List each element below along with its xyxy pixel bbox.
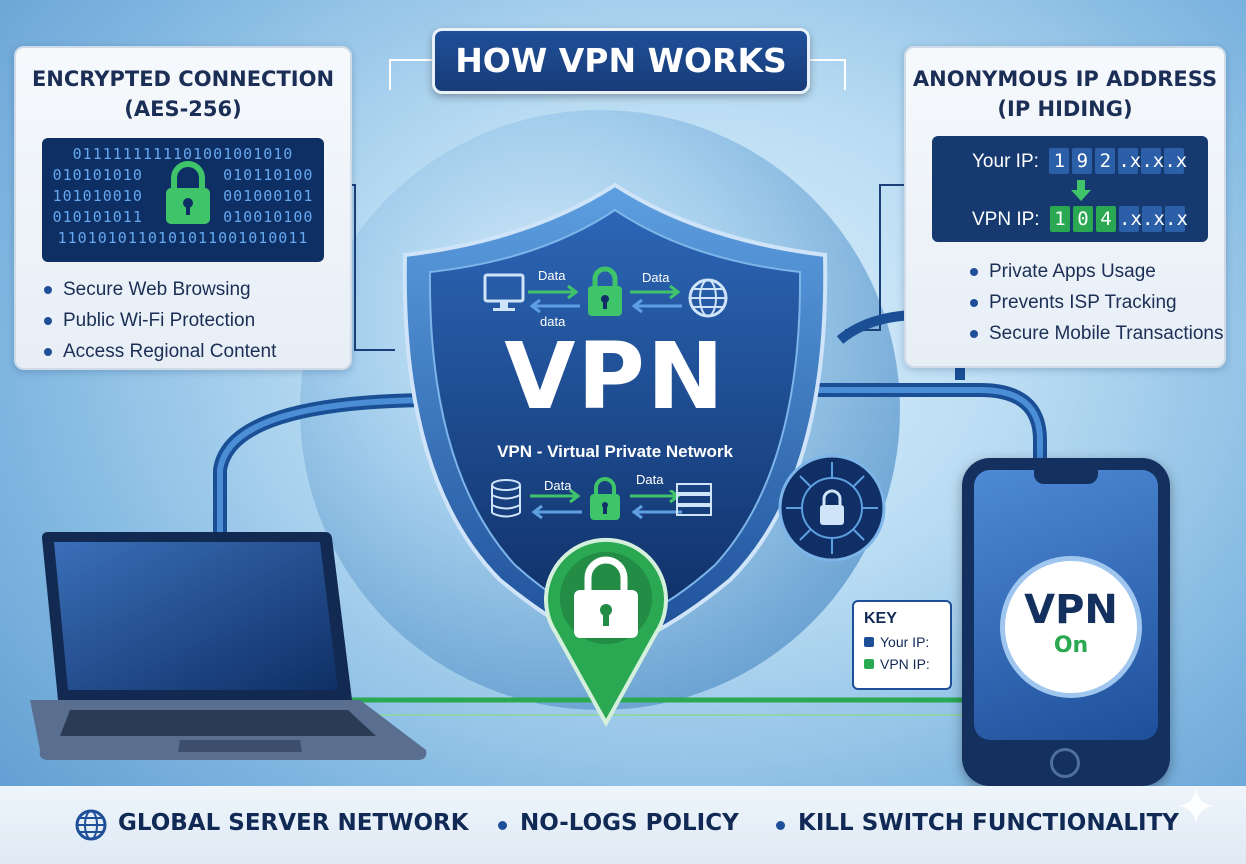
flow-label: Data (544, 478, 572, 493)
arrow-down-icon (1071, 180, 1091, 201)
legend-item: VPN IP: (864, 656, 950, 672)
padlock-icon (588, 266, 622, 316)
phone-screen: VPN On (974, 470, 1158, 740)
feature-global-server: GLOBAL SERVER NETWORK (118, 810, 469, 836)
list-item: Private Apps Usage (970, 256, 1224, 287)
panel-title-line1: ENCRYPTED CONNECTION (31, 67, 335, 91)
bottom-feature-bar (0, 786, 1246, 864)
server-rack-icon (676, 483, 712, 516)
panel-title-line2: (IP HIDING) (997, 97, 1133, 121)
monitor-icon (483, 273, 525, 311)
data-arrows-icon (528, 284, 580, 314)
data-arrows-icon (630, 284, 682, 314)
list-item: Secure Web Browsing (44, 274, 350, 305)
legend-item: Your IP: (864, 634, 950, 650)
vpn-ip-label: VPN IP: (972, 209, 1040, 230)
shield-subtitle: VPN - Virtual Private Network (497, 442, 733, 461)
ip-digit: .x (1165, 206, 1188, 232)
anonymous-ip-panel: ANONYMOUS IP ADDRESS (IP HIDING) Your IP… (904, 46, 1226, 368)
laptop-icon (30, 532, 427, 760)
ip-digit: 1 (1050, 206, 1071, 232)
binary-line: 010101010 010110100 (52, 166, 314, 184)
ip-digit: 0 (1073, 206, 1094, 232)
ip-digit: 2 (1095, 148, 1116, 174)
feature-kill-switch: KILL SWITCH FUNCTIONALITY (798, 810, 1179, 836)
server-icon (491, 479, 521, 518)
encrypted-connection-panel: ENCRYPTED CONNECTION (AES-256) 011111111… (14, 46, 352, 370)
list-item: Prevents ISP Tracking (970, 287, 1224, 318)
your-ip-label: Your IP: (972, 151, 1039, 172)
padlock-icon (166, 161, 210, 224)
list-item: Public Wi-Fi Protection (44, 305, 350, 336)
vpn-big-label: VPN (504, 323, 726, 430)
legend-label: Your IP: (880, 634, 930, 650)
padlock-icon (590, 477, 620, 520)
vpn-status-value: On (1053, 633, 1089, 658)
legend-swatch (864, 659, 874, 669)
network-lock-icon (778, 454, 886, 562)
ip-digit: .x (1142, 206, 1165, 232)
list-item: Access Regional Content (44, 336, 350, 367)
vpn-status-button[interactable]: VPN On (1000, 556, 1142, 698)
ip-digit: .x (1118, 148, 1142, 174)
flow-label: Data (636, 472, 664, 487)
binary-display: 0111111111101001001010 010101010 0101101… (42, 138, 324, 262)
location-pin-icon (544, 537, 668, 728)
legend-label: VPN IP: (880, 656, 930, 672)
ip-digit: .x (1119, 206, 1142, 232)
binary-line: 101010010 001000101 (52, 187, 314, 205)
left-bullet-list: Secure Web Browsing Public Wi-Fi Protect… (44, 274, 350, 367)
panel-title-line2: (AES-256) (124, 97, 242, 121)
ip-digit: .x (1164, 148, 1188, 174)
globe-icon (688, 278, 728, 318)
bullet-dot (776, 821, 785, 830)
ip-digit: 1 (1049, 148, 1070, 174)
bullet-dot (498, 821, 507, 830)
ip-digit: .x (1141, 148, 1165, 174)
home-button[interactable] (1050, 748, 1080, 778)
smartphone-icon: VPN On (962, 458, 1170, 786)
flow-label: Data (642, 270, 670, 285)
binary-line: 1101010110101011001010011 (57, 229, 309, 247)
feature-no-logs: NO-LOGS POLICY (520, 810, 739, 836)
legend-title: KEY (864, 610, 897, 627)
page-title: HOW VPN WORKS (432, 28, 810, 94)
right-bullet-list: Private Apps Usage Prevents ISP Tracking… (970, 256, 1224, 349)
legend-box: KEY Your IP: VPN IP: (852, 600, 952, 690)
ip-digit: 9 (1072, 148, 1093, 174)
flow-label: data (540, 314, 566, 329)
vpn-status-label: VPN (1024, 587, 1118, 633)
list-item: Secure Mobile Transactions (970, 318, 1224, 349)
sparkle-icon (1178, 788, 1214, 824)
legend-swatch (864, 637, 874, 647)
panel-title-line1: ANONYMOUS IP ADDRESS (912, 67, 1218, 91)
phone-notch (1034, 470, 1098, 484)
flow-label: Data (538, 268, 566, 283)
binary-line: 0111111111101001001010 (72, 145, 294, 163)
ip-digit: 4 (1096, 206, 1117, 232)
globe-icon (75, 809, 107, 841)
data-arrows-icon (530, 490, 582, 520)
binary-line: 010101011 010010100 (52, 208, 314, 226)
